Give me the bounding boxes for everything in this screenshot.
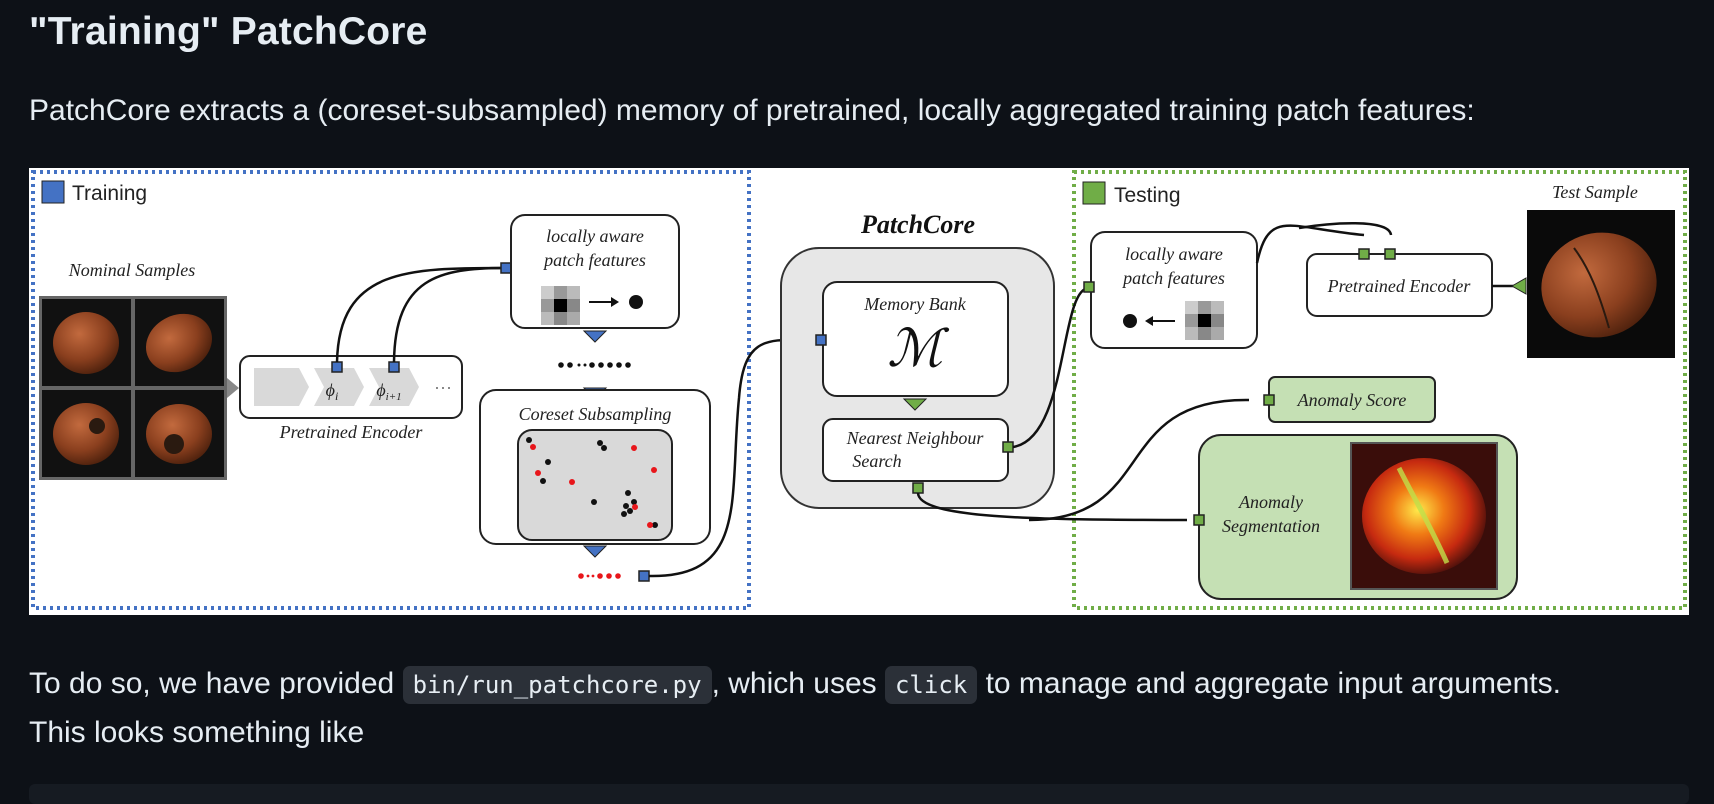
svg-text:ϕi: ϕi bbox=[326, 380, 339, 403]
section-heading: "Training" PatchCore bbox=[29, 10, 428, 53]
testing-frame bbox=[1072, 170, 1687, 610]
intro-paragraph: PatchCore extracts a (coreset-subsampled… bbox=[29, 94, 1475, 127]
usage-paragraph: To do so, we have provided bin/run_patch… bbox=[29, 666, 1561, 749]
svg-text:locally aware: locally aware bbox=[546, 226, 644, 246]
svg-text:patch features: patch features bbox=[1121, 268, 1225, 288]
sample-image bbox=[53, 403, 119, 465]
sample-image bbox=[145, 313, 213, 373]
code-click: click bbox=[884, 666, 978, 704]
memory-symbol: ℳ bbox=[887, 321, 949, 378]
svg-text:Nearest Neighbour: Nearest Neighbour bbox=[846, 428, 985, 448]
patchcore-title: PatchCore bbox=[860, 210, 975, 239]
svg-text:···: ··· bbox=[434, 377, 452, 397]
nominal-samples-label: Nominal Samples bbox=[68, 260, 196, 280]
patchcore-figure: Training Testing Nominal Samples ϕi ϕi+1… bbox=[29, 168, 1689, 615]
test-sample-label: Test Sample bbox=[1552, 182, 1638, 202]
svg-text:Memory Bank: Memory Bank bbox=[863, 294, 966, 314]
code-block bbox=[29, 784, 1689, 804]
sample-image bbox=[53, 312, 119, 374]
anomaly-score-label: Anomaly Score bbox=[1297, 390, 1407, 410]
training-frame bbox=[31, 170, 751, 610]
sample-image bbox=[146, 404, 212, 464]
code-run-patchcore: bin/run_patchcore.py bbox=[402, 666, 712, 704]
svg-text:ϕi+1: ϕi+1 bbox=[376, 380, 401, 403]
training-label: Training bbox=[72, 182, 147, 205]
testing-legend-swatch bbox=[1082, 181, 1106, 205]
pretrained-encoder-label: Pretrained Encoder bbox=[279, 422, 424, 442]
svg-text:Anomaly: Anomaly bbox=[1238, 492, 1303, 512]
svg-text:Pretrained Encoder: Pretrained Encoder bbox=[1327, 276, 1472, 296]
patch-grid-icon bbox=[541, 286, 580, 325]
svg-text:locally aware: locally aware bbox=[1125, 244, 1223, 264]
svg-text:patch features: patch features bbox=[542, 250, 646, 270]
svg-text:Coreset Subsampling: Coreset Subsampling bbox=[519, 404, 672, 424]
svg-text:Segmentation: Segmentation bbox=[1222, 516, 1320, 536]
svg-text:Search: Search bbox=[852, 451, 901, 471]
training-legend-swatch bbox=[41, 180, 65, 204]
testing-label: Testing bbox=[1114, 184, 1181, 207]
